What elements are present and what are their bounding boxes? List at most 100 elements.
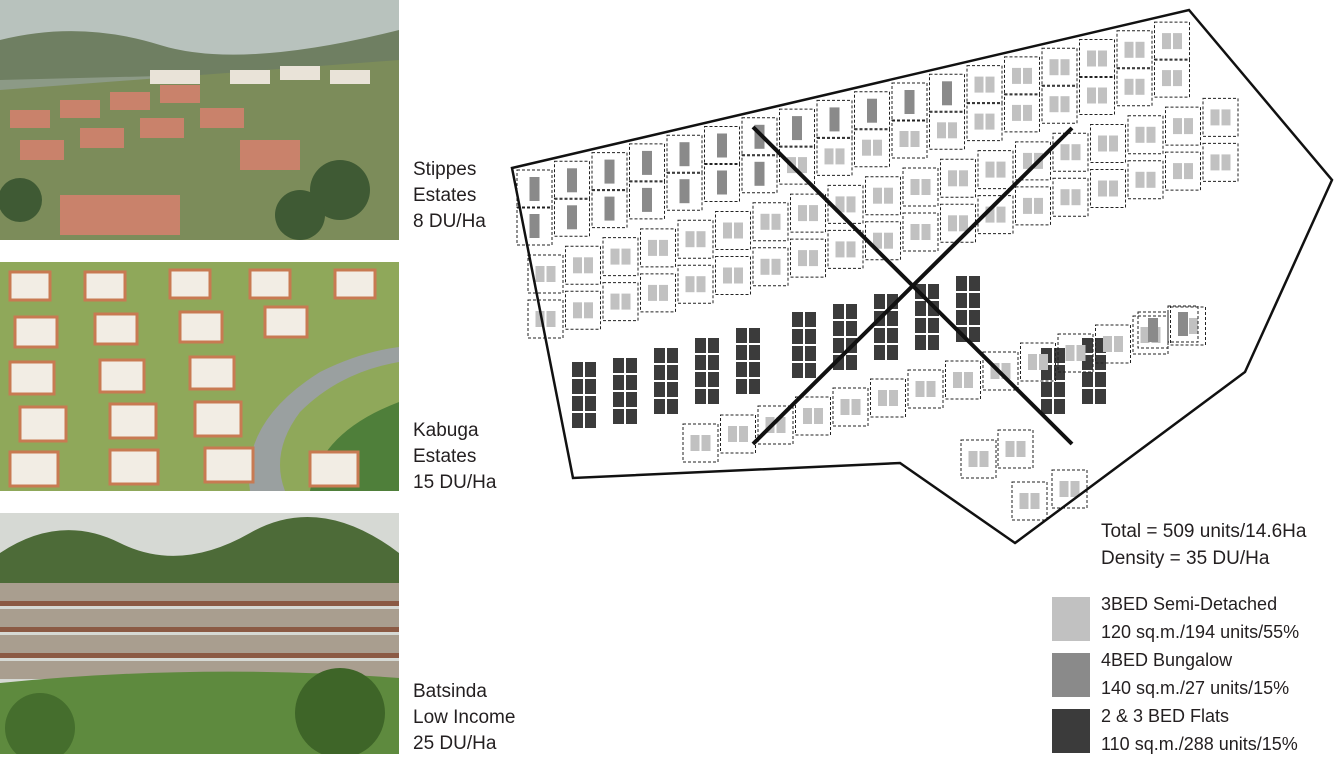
- legend-label: 3BED Semi-Detached: [1101, 594, 1278, 614]
- semi-detached-unit: [690, 435, 700, 451]
- semi-detached-unit: [1065, 345, 1075, 361]
- plot-outline: [1165, 106, 1201, 146]
- plot-outline: [715, 256, 751, 295]
- flat-block-unit: [792, 363, 803, 378]
- semi-detached-unit: [1124, 78, 1134, 95]
- bungalow-unit: [642, 187, 652, 212]
- plot-outline: [554, 197, 590, 237]
- bungalow-unit: [642, 150, 652, 175]
- flat-block-unit: [915, 335, 926, 350]
- semi-detached-unit: [621, 248, 631, 265]
- legend-label: 4BED Bungalow: [1101, 650, 1233, 670]
- semi-detached-unit: [878, 390, 887, 406]
- caption-line: Low Income: [413, 707, 516, 728]
- bungalow-unit: [679, 179, 690, 204]
- flat-block-unit: [708, 389, 719, 404]
- semi-detached-unit: [1135, 126, 1145, 143]
- semi-detached-unit: [1173, 70, 1182, 87]
- plot-outline: [757, 405, 794, 445]
- stippes-caption: Stippes Estates 8 DU/Ha: [413, 157, 486, 235]
- flat-block-unit: [1054, 382, 1065, 397]
- flat-block-unit: [928, 318, 939, 333]
- semi-detached-unit: [948, 122, 957, 139]
- flat-block-unit: [792, 346, 803, 361]
- semi-detached-unit: [1146, 171, 1156, 188]
- site-boundary: [510, 8, 1334, 545]
- semi-detached-unit: [835, 241, 845, 258]
- flat-block-unit: [708, 355, 719, 370]
- flat-block-unit: [1082, 389, 1093, 404]
- flat-block-unit: [572, 362, 583, 377]
- flat-block-unit: [654, 382, 665, 397]
- plot-outline: [666, 171, 703, 211]
- plot-outline: [1090, 169, 1126, 208]
- plot-outline: [779, 108, 815, 148]
- semi-detached-unit: [1103, 336, 1112, 352]
- flat-block-unit: [846, 321, 857, 336]
- plot-outline: [1079, 39, 1115, 78]
- flat-block-unit: [833, 321, 844, 336]
- plot-outline: [795, 396, 831, 436]
- semi-detached-unit: [1140, 327, 1150, 343]
- semi-detached-unit: [921, 179, 931, 195]
- semi-detached-unit: [1221, 154, 1231, 171]
- flat-block-unit: [956, 276, 967, 291]
- plot-outline: [1116, 67, 1153, 107]
- semi-detached-unit: [835, 148, 845, 165]
- semi-detached-unit: [734, 267, 743, 284]
- semi-detached-unit: [1184, 118, 1193, 135]
- flat-block-unit: [613, 375, 624, 390]
- flat-block-unit: [613, 392, 624, 407]
- semi-detached-unit: [953, 372, 962, 388]
- semi-detached-unit: [846, 196, 856, 213]
- semi-detached-unit: [1173, 33, 1182, 50]
- flat-block-unit: [654, 365, 665, 380]
- semi-detached-unit: [1146, 126, 1156, 143]
- semi-detached-unit: [1023, 104, 1032, 121]
- caption-line: 15 DU/Ha: [413, 472, 497, 493]
- caption-line: Kabuga: [413, 420, 479, 441]
- legend-swatch: [1052, 709, 1090, 753]
- bungalow-unit: [904, 90, 915, 114]
- semi-detached-unit: [1005, 441, 1015, 457]
- plot-outline: [704, 163, 740, 202]
- semi-detached-unit: [1162, 33, 1171, 50]
- batsinda-caption: Batsinda Low Income 25 DU/Ha: [413, 679, 515, 757]
- flat-block-unit: [572, 413, 583, 428]
- kabuga-caption: Kabuga Estates 15 DU/Ha: [413, 418, 496, 496]
- semi-detached-unit: [1012, 67, 1021, 84]
- semi-detached-unit: [546, 311, 556, 327]
- flat-block-unit: [915, 301, 926, 316]
- plot-outline: [1051, 469, 1088, 509]
- semi-detached-unit: [573, 257, 582, 274]
- plot-outline: [741, 117, 778, 157]
- plot-outline: [940, 158, 976, 198]
- semi-detached-unit: [910, 179, 920, 195]
- flat-block-unit: [572, 379, 583, 394]
- bungalow-unit: [867, 98, 877, 123]
- plot-outline: [752, 202, 789, 242]
- semi-detached-unit: [809, 250, 818, 267]
- flat-block-unit: [572, 396, 583, 411]
- density: Density = 35 DU/Ha: [1101, 548, 1270, 569]
- flat-block-unit: [846, 304, 857, 319]
- semi-detached-unit: [948, 215, 957, 232]
- legend-label: 2 & 3 BED Flats: [1101, 706, 1230, 726]
- flat-block-unit: [833, 338, 844, 353]
- plot-outline: [1057, 333, 1094, 373]
- semi-detached-unit: [1135, 78, 1145, 95]
- semi-detached-unit: [728, 426, 737, 442]
- semi-detached-unit: [979, 451, 989, 467]
- flat-block-unit: [585, 396, 596, 411]
- stippes-estates-photo: [0, 0, 399, 240]
- plot-outline: [565, 245, 601, 285]
- semi-detached-unit: [1023, 67, 1032, 84]
- flat-block-unit: [749, 345, 760, 360]
- plot-outline: [554, 160, 590, 200]
- semi-detached-unit: [1109, 135, 1118, 152]
- legend-detail: 140 sq.m./27 units/15%: [1101, 678, 1290, 698]
- semi-detached-unit: [776, 417, 786, 433]
- semi-detached-unit: [1162, 70, 1171, 87]
- semi-detached-unit: [1070, 481, 1080, 497]
